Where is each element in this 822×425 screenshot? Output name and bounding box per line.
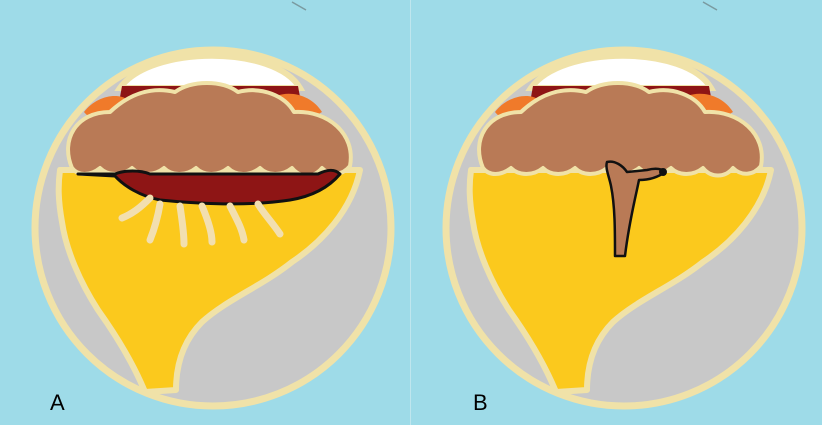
panel-b: B	[411, 0, 822, 425]
eye-diagram-a: A	[0, 0, 411, 425]
stray-mark	[703, 2, 717, 10]
eye-diagram-b: B	[411, 0, 822, 425]
panel-label-b: B	[473, 390, 488, 415]
lesion-tip	[659, 168, 667, 176]
panel-label-a: A	[50, 390, 65, 415]
streak	[180, 206, 184, 244]
stray-mark	[292, 2, 306, 10]
panel-a: A	[0, 0, 411, 425]
